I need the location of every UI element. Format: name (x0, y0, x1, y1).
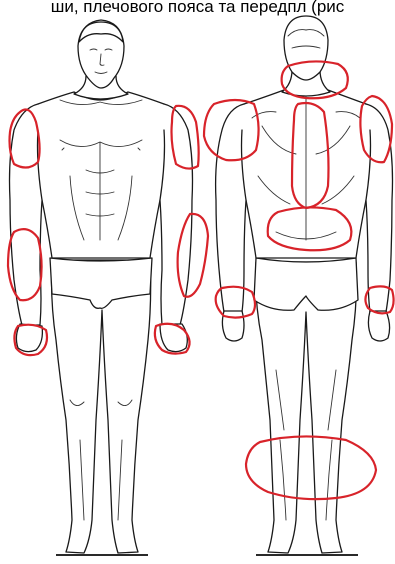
back-right-arm (366, 104, 393, 312)
back-head (284, 16, 328, 80)
front-torso (24, 92, 178, 258)
back-view-figure (216, 16, 393, 553)
front-right-arm (160, 104, 193, 325)
front-left-hand (16, 324, 42, 352)
back-right-hand (368, 311, 389, 341)
back-left-arm (216, 104, 246, 312)
front-view-figure (10, 20, 193, 553)
mark-back-calves (246, 436, 376, 499)
